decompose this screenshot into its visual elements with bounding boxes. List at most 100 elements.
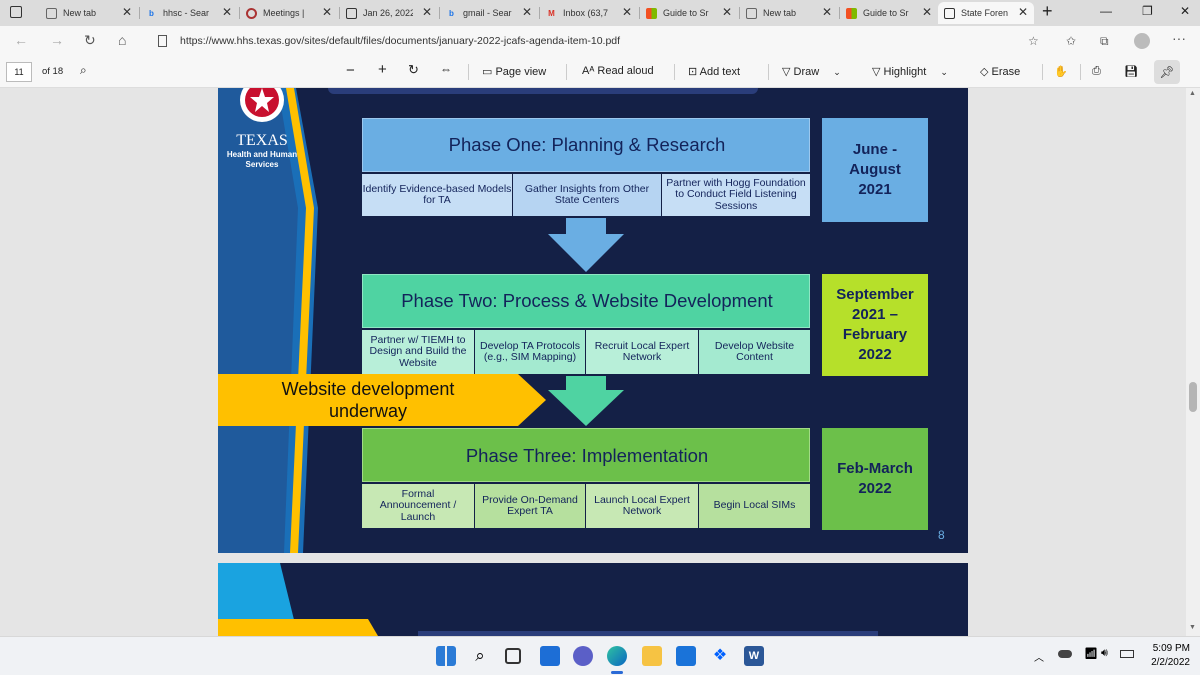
mail-icon[interactable] [676,646,696,666]
scroll-down-icon[interactable]: ▼ [1189,624,1196,631]
new-tab-button[interactable]: + [1042,1,1053,21]
phase-one-item: Gather Insights from Other State Centers [513,174,661,216]
phase-one-item: Partner with Hogg Foundation to Conduct … [662,174,810,216]
tab-title: Jan 26, 2022 [363,8,413,18]
widgets-icon[interactable] [540,646,560,666]
chevron-down-icon[interactable]: ⌄ [940,67,948,77]
window-close-button[interactable]: ✕ [1180,4,1191,18]
erase-button[interactable]: ◇ Erase [980,65,1020,78]
tray-overflow-icon[interactable]: ︿ [1034,653,1044,664]
down-arrow-icon [548,218,624,272]
wifi-icon[interactable]: 📶︎ [1084,648,1098,660]
tab-hhsc-search[interactable]: b hhsc - Sear ✕ [140,2,238,24]
minimize-button[interactable]: — [1100,4,1112,18]
chat-icon[interactable] [573,646,593,666]
home-icon[interactable]: ⌂ [118,32,127,48]
collections-icon[interactable]: ⧉ [1100,34,1109,48]
tab-actions-icon[interactable] [10,6,22,18]
close-icon[interactable]: ✕ [921,5,932,19]
close-icon[interactable]: ✕ [521,5,532,19]
close-icon[interactable]: ✕ [421,5,432,19]
favorite-add-icon[interactable]: ☆ [1028,34,1039,48]
tab-jan-26[interactable]: Jan 26, 2022 ✕ [340,2,438,24]
dropbox-icon[interactable]: ❖ [712,647,728,664]
phase-one-title: Phase One: Planning & Research [448,134,726,155]
scroll-thumb[interactable] [1189,382,1197,412]
eraser-icon: ◇ [980,66,992,78]
search-icon[interactable]: ⌕ [80,63,87,77]
highlight-button[interactable]: ▽ Highlight ⌄ [872,65,948,78]
tab-new-tab-1[interactable]: New tab ✕ [40,2,138,24]
phase-three-header: Phase Three: Implementation [362,428,810,482]
windows-start-icon[interactable] [436,646,456,666]
battery-icon[interactable] [1120,650,1134,658]
tab-meetings[interactable]: Meetings | ✕ [240,2,338,24]
close-icon[interactable]: ✕ [121,5,132,19]
document-icon [944,7,955,19]
document-icon [346,7,357,19]
close-icon[interactable]: ✕ [721,5,732,19]
forward-arrow-icon[interactable]: → [50,32,64,48]
print-icon[interactable]: ⎙ [1092,65,1101,77]
favorites-icon[interactable]: ✩ [1066,34,1077,48]
phase-two-date: September 2021 – February 2022 [822,274,928,376]
tab-guide-2[interactable]: Guide to Sr ✕ [840,2,938,24]
close-icon[interactable]: ✕ [321,5,332,19]
rotate-icon[interactable]: ↻ [408,62,419,77]
back-arrow-icon[interactable]: ← [14,32,28,48]
tab-title: Guide to Sr [863,8,909,18]
task-view-icon[interactable] [505,648,521,664]
more-icon[interactable]: ··· [1172,30,1186,46]
tab-state-forensic[interactable]: State Foren ✕ [938,2,1034,24]
address-input[interactable]: https://www.hhs.texas.gov/sites/default/… [150,29,1055,53]
read-aloud-icon: Aᴬ [582,65,598,77]
highlight-icon: ▽ [872,66,884,78]
add-text-button[interactable]: ⊡ Add text [688,65,740,78]
page-number-input[interactable]: 11 [6,62,32,82]
touch-write-icon[interactable]: ✋ [1054,66,1068,78]
chevron-down-icon[interactable]: ⌄ [833,67,841,77]
slide-page-number: 8 [938,528,945,542]
active-app-indicator [611,671,623,674]
highlight-label: Highlight [883,66,927,78]
vertical-scrollbar[interactable]: ▲ ▼ [1186,88,1200,636]
logo-subtitle: Health and Human Services [226,150,298,169]
close-icon[interactable]: ✕ [621,5,632,19]
banner-arrow-shape [218,374,546,426]
draw-button[interactable]: ▽ Draw⌄ [782,65,841,78]
phase-two-item: Develop TA Protocols (e.g., SIM Mapping) [475,330,585,374]
tab-gmail-search[interactable]: b gmail - Sear ✕ [440,2,538,24]
tab-title: New tab [763,8,797,18]
page-icon [46,7,57,19]
close-icon[interactable]: ✕ [221,5,232,19]
tab-title: Inbox (63,7 [563,8,609,18]
page-view-button[interactable]: ▭ Page view [482,65,546,78]
phase-one-item: Identify Evidence-based Models for TA [362,174,512,216]
save-icon[interactable]: 💾︎ [1124,66,1138,78]
clock-time[interactable]: 5:09 PM [1152,643,1190,654]
pdf-toolbar: 11 of 18 ⌕ − + ↻ ⇔ ▭ Page view Aᴬ Read a… [0,56,1200,88]
document-icon [158,35,167,47]
edge-icon[interactable] [607,646,627,666]
read-aloud-button[interactable]: Aᴬ Read aloud [582,65,654,77]
maximize-button[interactable]: ❐ [1142,4,1153,18]
tab-new-tab-2[interactable]: New tab ✕ [740,2,838,24]
zoom-out-icon[interactable]: − [346,62,355,79]
file-explorer-icon[interactable] [642,646,662,666]
volume-icon[interactable]: 🔊︎ [1101,647,1108,659]
search-icon[interactable]: ⌕ [475,646,485,665]
profile-avatar[interactable] [1134,33,1150,49]
refresh-icon[interactable]: ↻ [84,32,96,48]
draw-label: Draw [793,66,820,78]
tab-guide-1[interactable]: Guide to Sr ✕ [640,2,738,24]
close-icon[interactable]: ✕ [821,5,832,19]
zoom-in-icon[interactable]: + [378,61,387,78]
clock-date[interactable]: 2/2/2022 [1151,657,1190,668]
onedrive-icon[interactable] [1058,650,1072,658]
close-icon[interactable]: ✕ [1017,5,1028,19]
tab-inbox[interactable]: M Inbox (63,7 ✕ [540,2,638,24]
word-icon[interactable]: W [744,646,764,666]
fit-page-icon[interactable]: ⇔ [440,62,452,76]
pin-toolbar-button[interactable]: 📌︎ [1154,60,1180,84]
scroll-up-icon[interactable]: ▲ [1189,90,1196,97]
